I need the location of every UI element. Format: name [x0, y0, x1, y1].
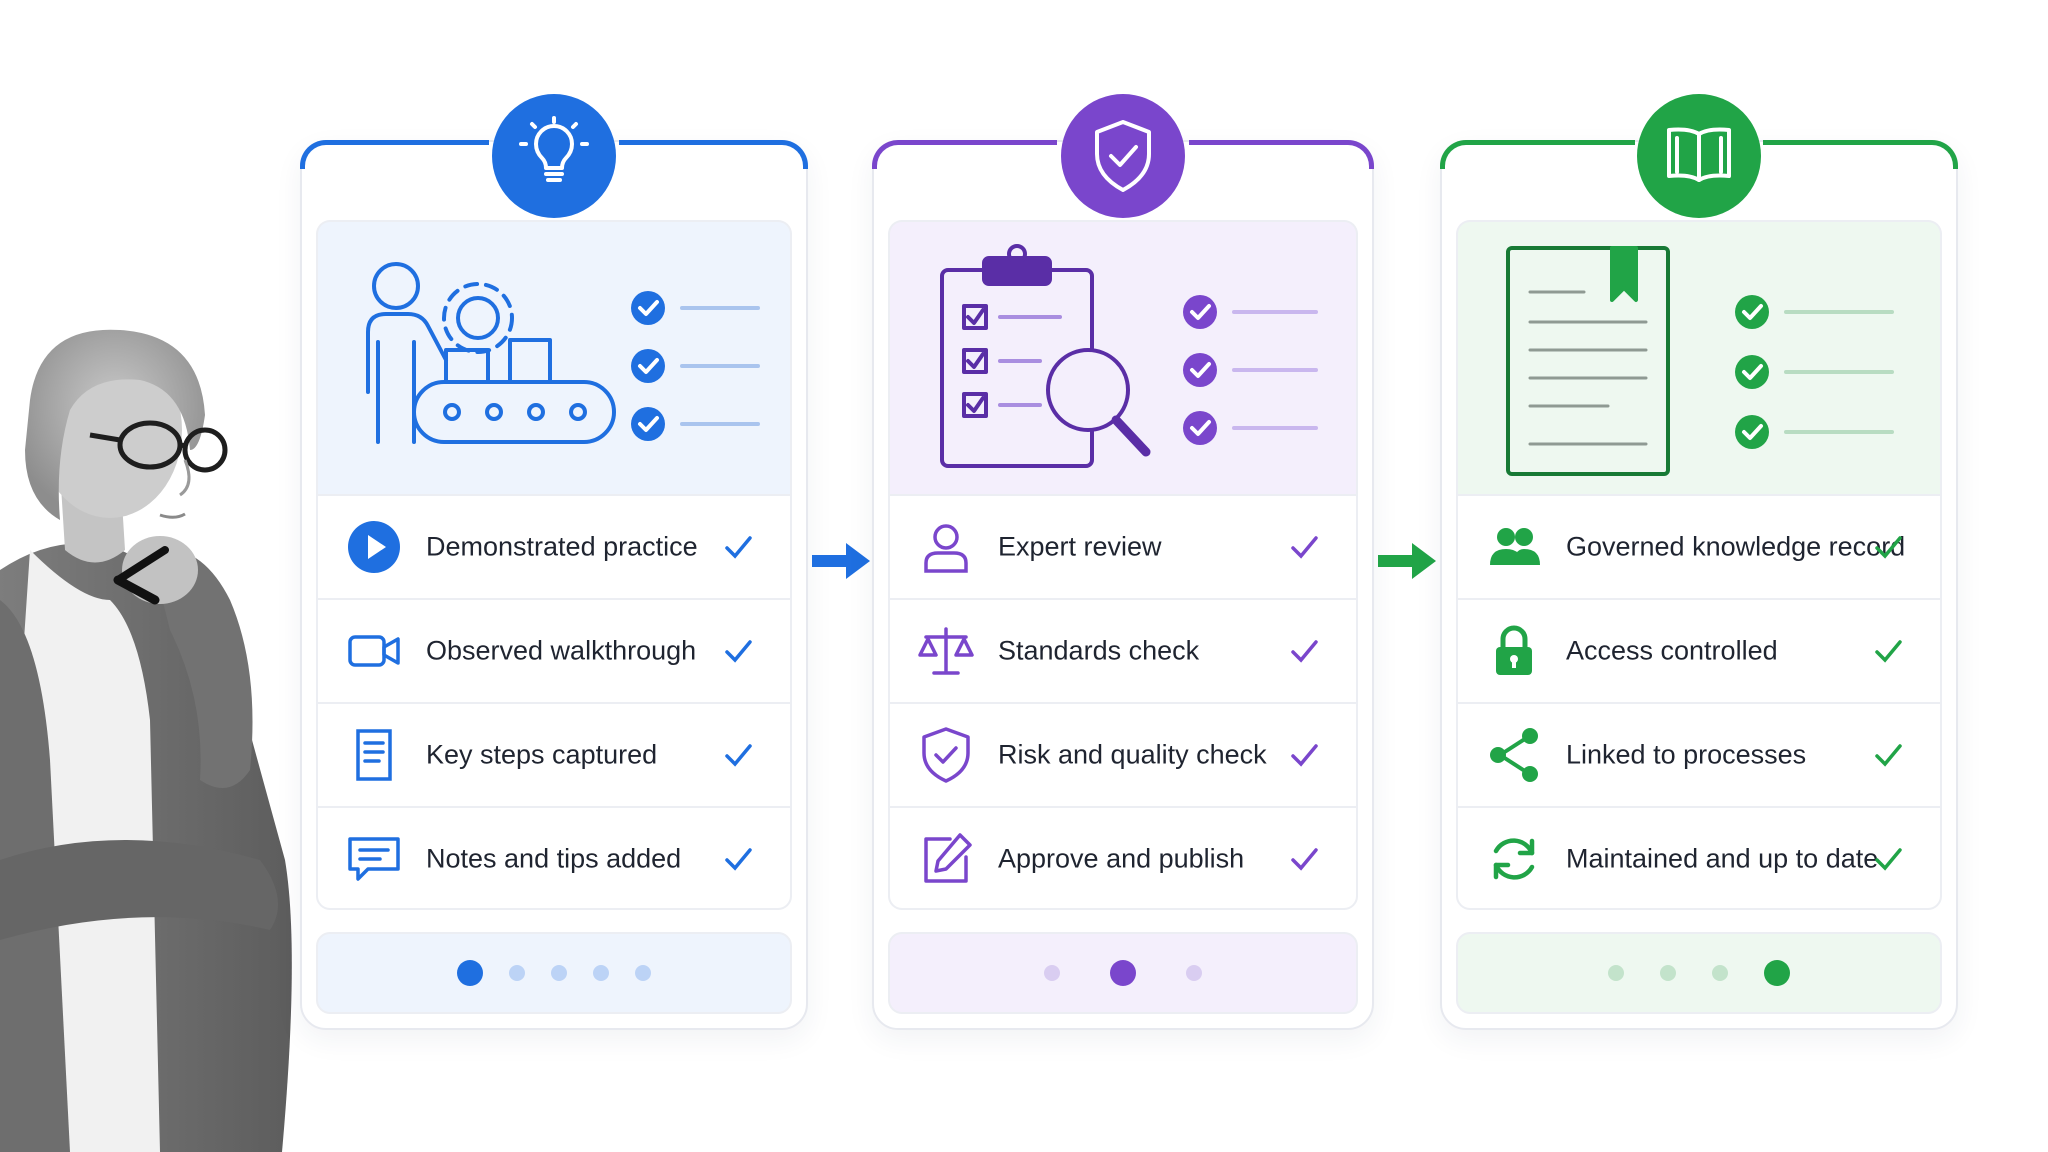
shield-check-icon: [1061, 94, 1185, 218]
list-item: Expert review: [890, 496, 1356, 600]
check-icon: [722, 843, 754, 875]
item-label: Observed walkthrough: [426, 635, 697, 666]
scales-icon: [916, 621, 976, 681]
refresh-icon: [1484, 829, 1544, 889]
edit-icon: [916, 829, 976, 889]
check-icon: [722, 739, 754, 771]
arrow-right-icon: [812, 543, 870, 579]
list-item: Key steps captured: [318, 704, 790, 808]
item-label: Demonstrated practice: [426, 531, 698, 562]
capture-illustration: [316, 220, 792, 496]
check-icon: [722, 635, 754, 667]
item-label: Governed knowledge record: [1566, 531, 1906, 562]
arrow-right-icon: [1378, 543, 1436, 579]
progress-dot: [1186, 965, 1202, 981]
progress-dots: [316, 932, 792, 1014]
thinking-woman-photo: [0, 329, 292, 1152]
panel-top-border: [300, 140, 489, 169]
chat-bubble-icon: [344, 829, 404, 889]
check-icon: [1872, 739, 1904, 771]
panel-top-border: [872, 140, 1057, 169]
panel-top-border: [1440, 140, 1635, 169]
check-icon: [722, 531, 754, 563]
panel-top-border: [1763, 140, 1958, 169]
validate-panel: Expert review Standards check Risk and q…: [872, 94, 1374, 1030]
list-item: Maintained and up to date: [1458, 808, 1940, 910]
list-item: Governed knowledge record: [1458, 496, 1940, 600]
progress-dot: [1608, 965, 1624, 981]
item-label: Standards check: [998, 635, 1200, 666]
govern-panel: Governed knowledge record Access control…: [1440, 94, 1958, 1030]
panel-top-border: [1189, 140, 1374, 169]
govern-list: Governed knowledge record Access control…: [1456, 494, 1942, 910]
list-item: Notes and tips added: [318, 808, 790, 910]
govern-illustration: [1456, 220, 1942, 496]
item-label: Notes and tips added: [426, 843, 682, 874]
lightbulb-icon: [492, 94, 616, 218]
list-item: Approve and publish: [890, 808, 1356, 910]
play-icon: [344, 517, 404, 577]
list-item: Demonstrated practice: [318, 496, 790, 600]
item-label: Key steps captured: [426, 739, 658, 770]
progress-dot: [509, 965, 525, 981]
progress-dot: [1110, 960, 1136, 986]
list-item: Linked to processes: [1458, 704, 1940, 808]
progress-dot: [1660, 965, 1676, 981]
list-item: Observed walkthrough: [318, 600, 790, 704]
padlock-icon: [1484, 621, 1544, 681]
validate-list: Expert review Standards check Risk and q…: [888, 494, 1358, 910]
progress-dot: [1044, 965, 1060, 981]
capture-list: Demonstrated practice Observed walkthrou…: [316, 494, 792, 910]
progress-dot: [551, 965, 567, 981]
check-icon: [1872, 531, 1904, 563]
open-book-icon: [1637, 94, 1761, 218]
check-icon: [1288, 635, 1320, 667]
validate-illustration: [888, 220, 1358, 496]
item-label: Risk and quality check: [998, 739, 1267, 770]
document-icon: [344, 725, 404, 785]
person-icon: [916, 517, 976, 577]
progress-dots: [888, 932, 1358, 1014]
check-icon: [1872, 635, 1904, 667]
progress-dot: [593, 965, 609, 981]
item-label: Approve and publish: [998, 843, 1245, 874]
check-icon: [1288, 843, 1320, 875]
item-label: Expert review: [998, 531, 1162, 562]
item-label: Maintained and up to date: [1566, 843, 1879, 874]
check-icon: [1288, 531, 1320, 563]
list-item: Access controlled: [1458, 600, 1940, 704]
shield-check-icon: [916, 725, 976, 785]
progress-dot: [635, 965, 651, 981]
progress-dot: [1712, 965, 1728, 981]
progress-dots: [1456, 932, 1942, 1014]
list-item: Standards check: [890, 600, 1356, 704]
share-nodes-icon: [1484, 725, 1544, 785]
check-icon: [1872, 843, 1904, 875]
check-icon: [1288, 739, 1320, 771]
item-label: Linked to processes: [1566, 739, 1807, 770]
progress-dot: [457, 960, 483, 986]
people-icon: [1484, 517, 1544, 577]
progress-dot: [1764, 960, 1790, 986]
capture-panel: Demonstrated practice Observed walkthrou…: [300, 94, 808, 1030]
item-label: Access controlled: [1566, 635, 1778, 666]
list-item: Risk and quality check: [890, 704, 1356, 808]
panel-top-border: [619, 140, 808, 169]
video-camera-icon: [344, 621, 404, 681]
